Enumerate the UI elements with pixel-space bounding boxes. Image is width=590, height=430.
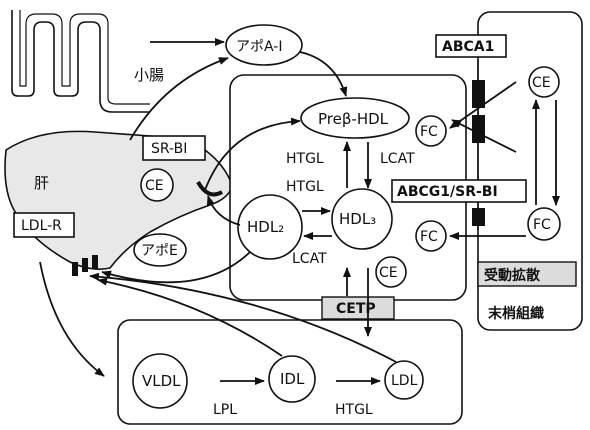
cetp-label: CETP <box>336 301 376 317</box>
lpl-label: LPL <box>213 402 237 418</box>
htgl-label-3: HTGL <box>335 402 373 418</box>
abca1-transporter-icon-1 <box>472 80 485 108</box>
small-intestine-inner <box>20 10 150 104</box>
htgl-label-1: HTGL <box>286 151 324 167</box>
ldl-receptor-icon-3 <box>92 255 98 269</box>
tissue-ce-label: CE <box>532 75 551 91</box>
lcat-label-2: LCAT <box>292 251 327 267</box>
hdl2-label: HDL₂ <box>247 218 284 236</box>
small-intestine-shape <box>12 10 150 112</box>
pre-beta-hdl-label: Preβ-HDL <box>318 110 389 128</box>
lcat-label-1: LCAT <box>380 151 415 167</box>
abca1-label: ABCA1 <box>442 39 494 55</box>
small-intestine-label: 小腸 <box>134 66 164 84</box>
abcg1-transporter-icon <box>472 208 485 226</box>
passive-diffusion-label: 受動拡散 <box>484 267 541 284</box>
hdl-fc-label-1: FC <box>420 124 438 140</box>
ldl-receptor-icon-2 <box>82 258 88 272</box>
abca1-transporter-icon-2 <box>472 115 485 143</box>
ldl-receptor-icon-1 <box>72 262 78 276</box>
liver-label: 肝 <box>34 174 49 192</box>
htgl-label-2: HTGL <box>286 179 324 195</box>
ldl-label: LDL <box>391 373 418 389</box>
idl-label: IDL <box>280 370 305 388</box>
ldl-r-label: LDL-R <box>21 218 62 234</box>
hdl-ce-label: CE <box>379 265 398 281</box>
peripheral-tissue-label: 末梢組織 <box>488 305 544 322</box>
hdl-fc-label-2: FC <box>420 229 438 245</box>
apoA1-label: アポA-I <box>236 39 282 55</box>
tissue-fc-label: FC <box>533 217 551 233</box>
liver-ce-label: CE <box>145 178 164 194</box>
vldl-label: VLDL <box>142 372 181 390</box>
arrow-liver-vldl <box>40 262 104 376</box>
apoE-label: アポE <box>141 243 178 259</box>
abcg1-srbi-label: ABCG1/SR-BI <box>397 184 498 200</box>
hdl3-label: HDL₃ <box>339 210 376 228</box>
sr-bi-label: SR-BI <box>151 141 187 157</box>
